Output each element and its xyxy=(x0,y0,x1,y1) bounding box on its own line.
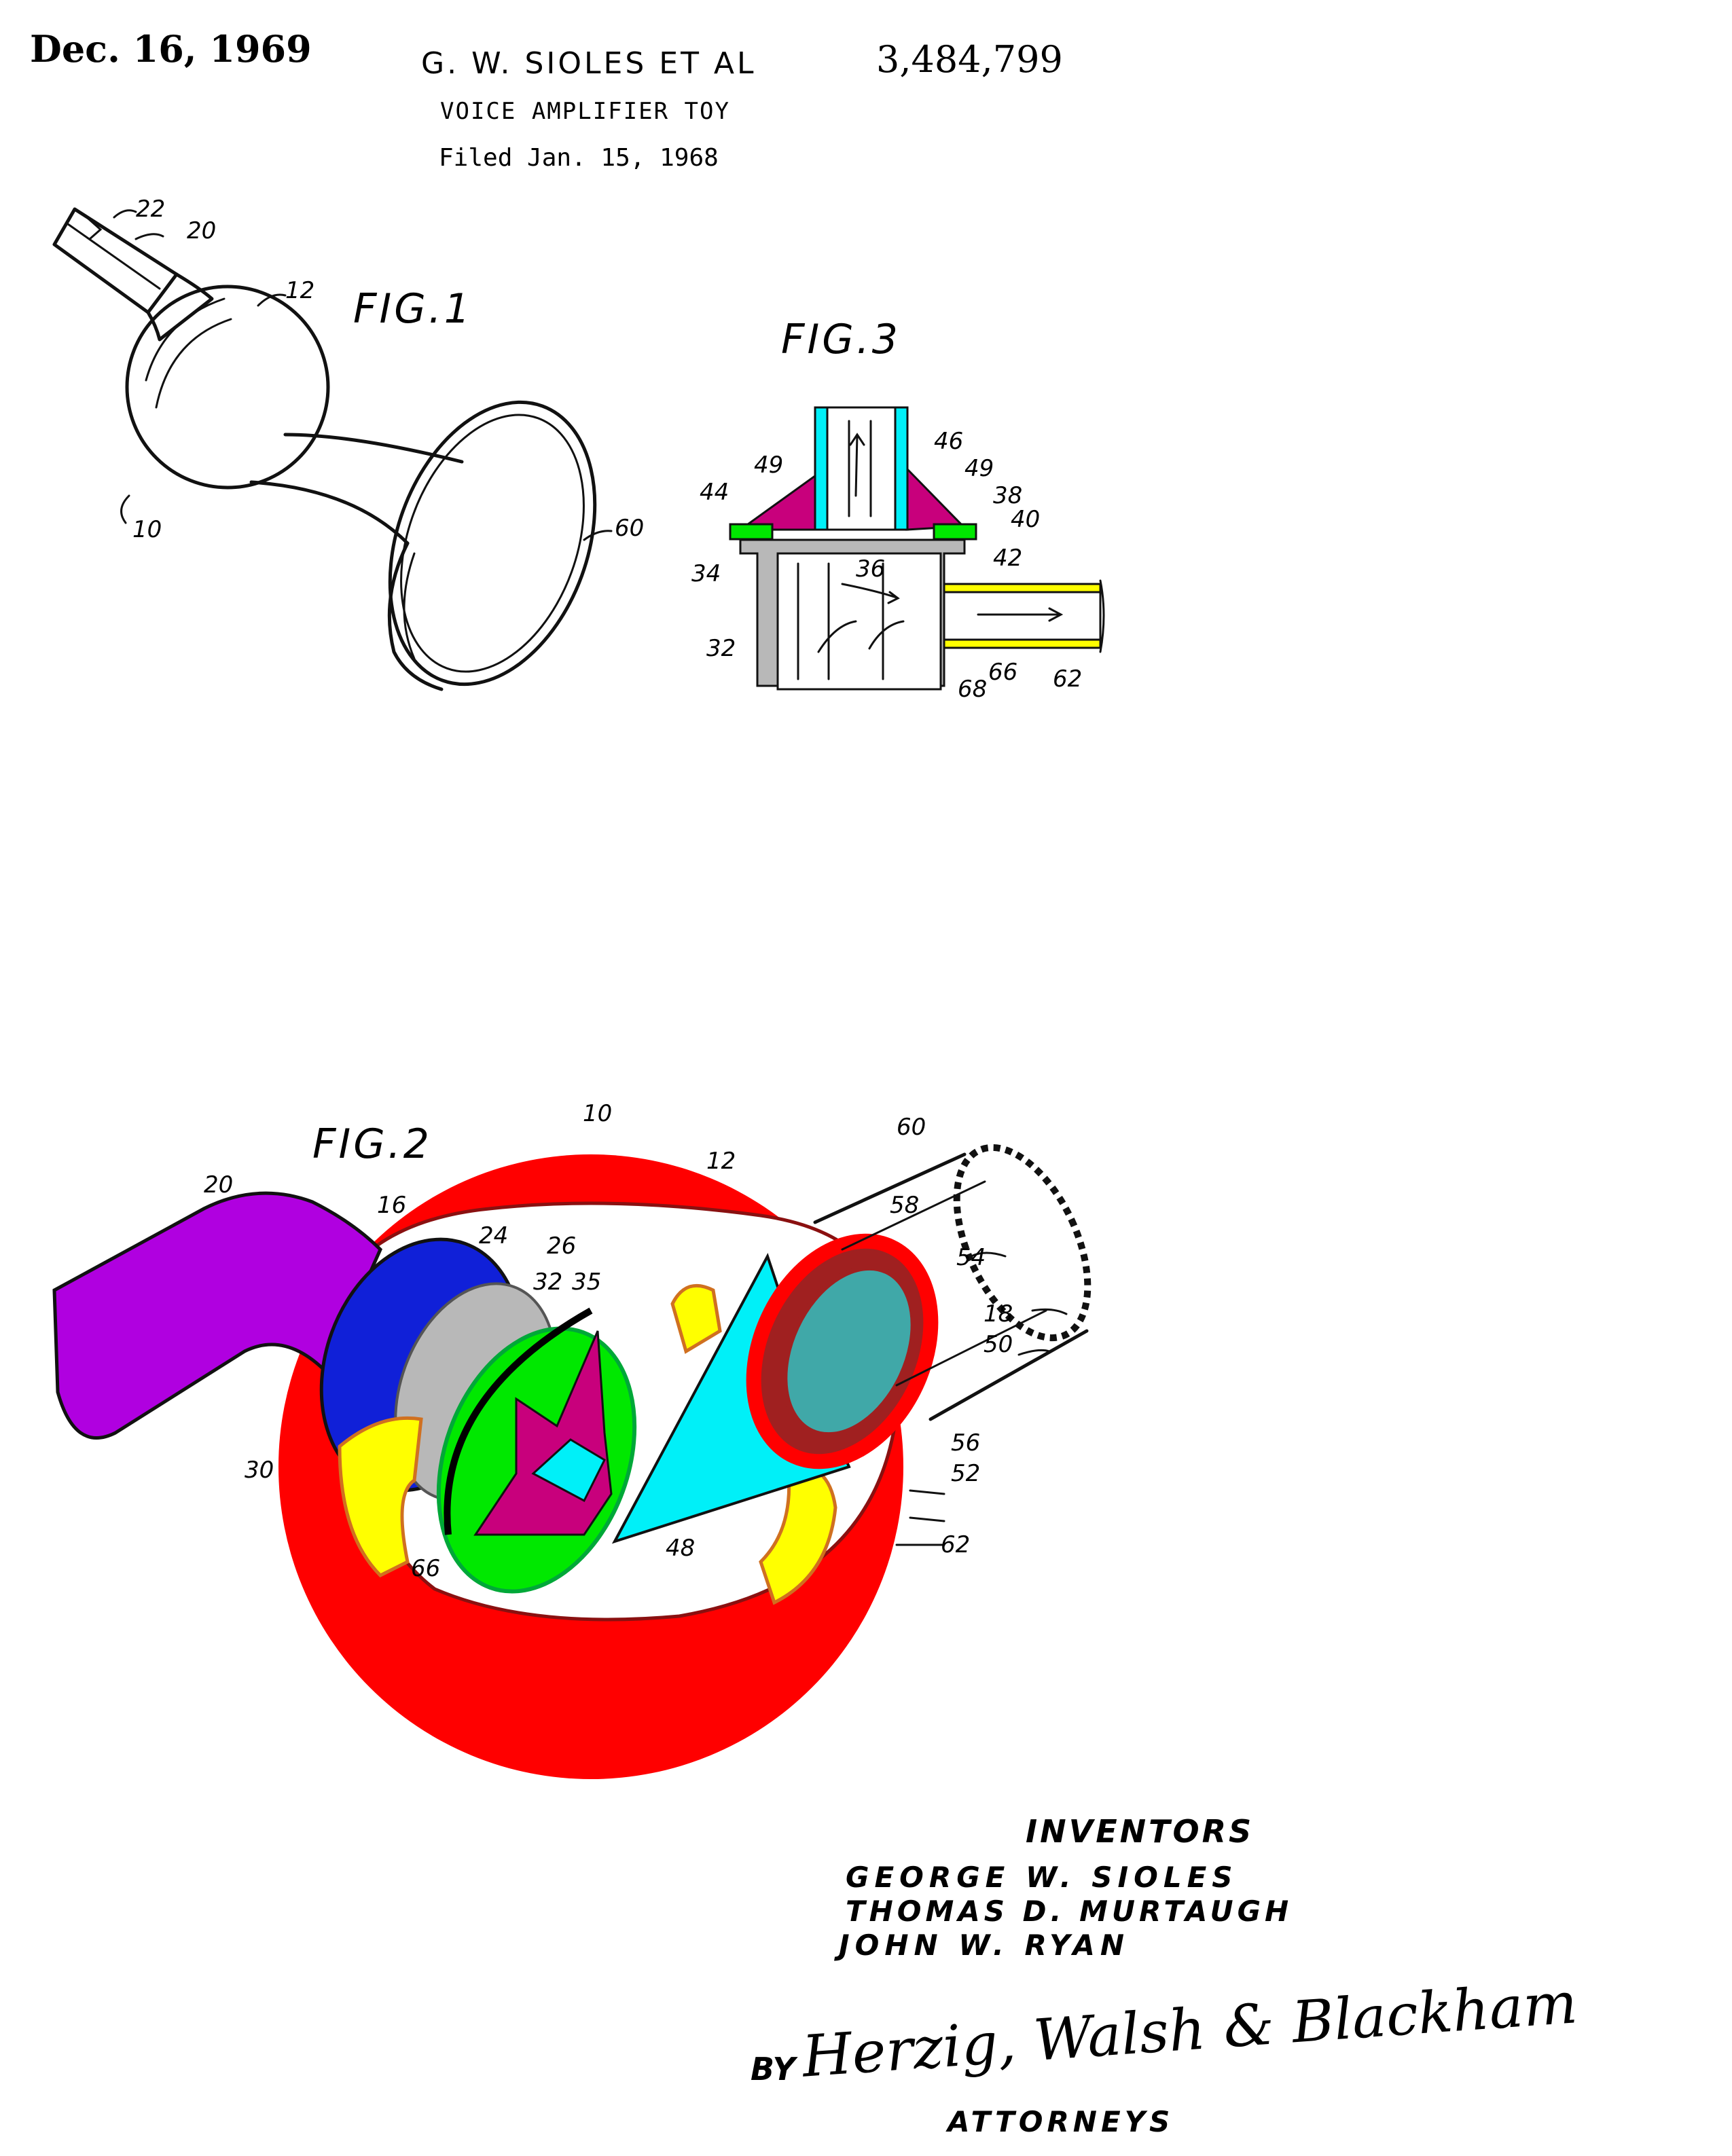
fig1-label: FIG.1 xyxy=(353,285,473,333)
fig2-ref-18: 18 xyxy=(984,1300,1013,1328)
fig1-ref-12: 12 xyxy=(285,277,315,304)
fig2-ref-66: 66 xyxy=(411,1555,441,1582)
fig3-ref-62: 62 xyxy=(1053,665,1083,693)
fig1-ref-22: 22 xyxy=(136,196,166,223)
fig2-ref-30: 30 xyxy=(245,1457,274,1484)
patent-title: VOICE AMPLIFIER TOY xyxy=(440,98,730,125)
fig3-drawing xyxy=(729,406,1105,691)
fig2-ref-48: 48 xyxy=(666,1535,696,1562)
fig1-ref-20: 20 xyxy=(187,217,217,244)
fig3-ref-38: 38 xyxy=(993,482,1023,509)
fig2-ref-56: 56 xyxy=(951,1429,981,1457)
fig3-ref-40: 40 xyxy=(1011,506,1041,533)
inventor-name-1: GEORGE W. SIOLES xyxy=(846,1861,1238,1894)
fig2-ref-62: 62 xyxy=(941,1531,971,1558)
patent-date: Dec. 16, 1969 xyxy=(30,27,312,71)
fig2-drawing xyxy=(52,1144,1091,1779)
fig2-ref-20: 20 xyxy=(204,1171,234,1199)
fig2-ref-35: 35 xyxy=(572,1268,602,1296)
fig2-label: FIG.2 xyxy=(312,1120,432,1168)
fig3-label: FIG.3 xyxy=(781,316,901,363)
fig3-ref-49b: 49 xyxy=(964,455,994,482)
fig3-ref-49a: 49 xyxy=(754,452,784,479)
patent-number: 3,484,799 xyxy=(876,38,1063,81)
fig2-ref-10: 10 xyxy=(583,1100,613,1127)
fig2-ref-58: 58 xyxy=(890,1192,920,1219)
fig2-ref-60: 60 xyxy=(897,1114,926,1141)
fig2-ref-54: 54 xyxy=(956,1244,986,1271)
fig3-ref-36: 36 xyxy=(856,555,886,583)
fig3-ref-46: 46 xyxy=(934,428,964,455)
fig2-ref-16: 16 xyxy=(377,1192,407,1219)
fig3-ref-44: 44 xyxy=(700,479,729,506)
inventor-name-2: THOMAS D. MURTAUGH xyxy=(846,1895,1293,1928)
fig2-ref-50: 50 xyxy=(984,1331,1013,1358)
fig2-ref-52: 52 xyxy=(951,1460,981,1487)
fig3-ref-66: 66 xyxy=(988,659,1018,686)
fig1-ref-60: 60 xyxy=(615,515,645,542)
inventor-heading: G. W. SIOLES ET AL xyxy=(421,46,757,81)
fig3-ref-68: 68 xyxy=(958,676,988,703)
fig2-ref-32: 32 xyxy=(533,1268,563,1296)
inventors-heading: INVENTORS xyxy=(1026,1813,1255,1850)
fig3-ref-42: 42 xyxy=(993,545,1023,572)
fig2-ref-24: 24 xyxy=(479,1222,509,1249)
fig1-ref-10: 10 xyxy=(132,516,162,543)
by-label: BY xyxy=(751,2051,795,2087)
fig3-ref-32: 32 xyxy=(706,635,736,662)
attorneys-label: ATTORNEYS xyxy=(948,2105,1174,2138)
fig2-ref-26: 26 xyxy=(547,1232,577,1260)
inventor-name-3: JOHN W. RYAN xyxy=(839,1929,1130,1962)
filed-date: Filed Jan. 15, 1968 xyxy=(439,144,719,172)
fig1-drawing xyxy=(52,207,613,691)
fig3-ref-34: 34 xyxy=(691,560,721,587)
fig2-ref-12: 12 xyxy=(706,1148,736,1175)
